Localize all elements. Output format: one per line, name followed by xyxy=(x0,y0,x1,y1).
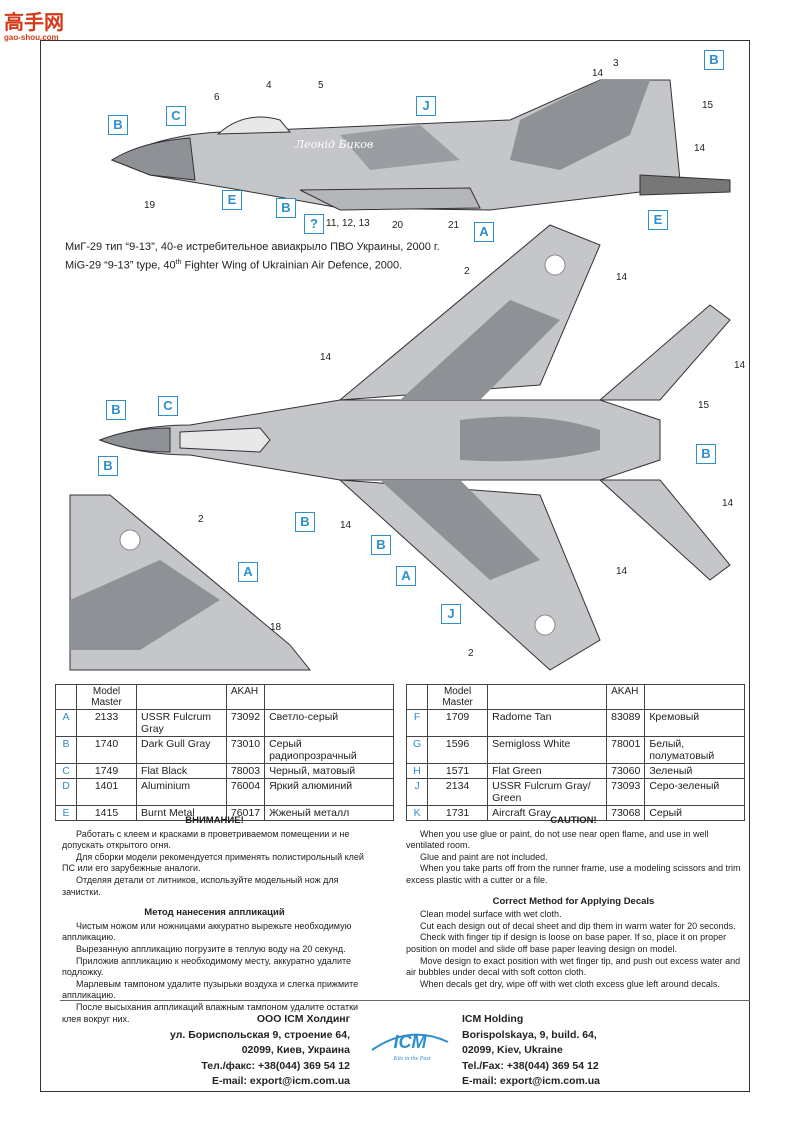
part-number: 5 xyxy=(318,80,324,91)
callout-b-nose: B xyxy=(108,115,128,135)
callout-c-cockpit: C xyxy=(158,396,178,416)
notes-en: CAUTION! When you use glue or paint, do … xyxy=(406,815,741,989)
part-number: 2 xyxy=(198,514,204,525)
part-number: 14 xyxy=(592,68,604,79)
side-canopy xyxy=(216,116,292,135)
svg-text:ICM: ICM xyxy=(394,1032,428,1052)
decal-title-ru: Метод нанесения аппликаций xyxy=(144,907,285,919)
side-camo-dark xyxy=(510,80,650,170)
part-number: 14 xyxy=(722,498,734,509)
plan-radome xyxy=(98,427,171,453)
col-akah-2: AKAH xyxy=(606,684,646,710)
callout-b-fin-detail: B xyxy=(98,456,118,476)
paint-table: Model Master AKAH Model Master AKAH A 21… xyxy=(55,684,745,821)
part-number: 11, 12, 13 xyxy=(326,218,370,229)
part-number: 14 xyxy=(734,360,746,371)
warning-title-en: CAUTION! xyxy=(550,815,597,826)
part-number: 14 xyxy=(340,520,352,531)
warning-title-ru: ВНИМАНИЕ! xyxy=(185,815,244,826)
callout-b-wing: B xyxy=(371,535,391,555)
watermark: 高手网 gao-shou.com xyxy=(4,12,64,42)
page-frame xyxy=(40,40,750,1092)
part-number: 14 xyxy=(694,143,706,154)
callout-a-fin-detail: A xyxy=(238,562,258,582)
caption-ru: МиГ-29 тип “9-13”, 40-е истребительное а… xyxy=(65,241,440,253)
callout-unknown: ? xyxy=(304,214,324,234)
callout-a-wing: A xyxy=(396,566,416,586)
address-ru: ООО ICM Холдинг ул. Бориспольская 9, стр… xyxy=(170,1013,350,1087)
table-row: D 1401 Aluminium 76004 Яркий алюминий J … xyxy=(55,778,745,806)
aircraft-illustration: Леонід Биков xyxy=(69,79,731,671)
plan-tail-lower xyxy=(598,479,731,581)
part-number: 21 xyxy=(448,220,460,231)
part-number: 15 xyxy=(698,400,710,411)
part-number: 15 xyxy=(702,100,714,111)
caption-en: MiG-29 “9-13” type, 40th Fighter Wing of… xyxy=(65,259,403,272)
fin-view xyxy=(69,494,312,671)
scheme-caption: МиГ-29 тип “9-13”, 40-е истребительное а… xyxy=(65,240,440,274)
table-header-row: Model Master AKAH Model Master AKAH xyxy=(55,684,745,710)
col-akah: AKAH xyxy=(225,684,266,710)
table-row: B 1740 Dark Gull Gray 73010 Серый радиоп… xyxy=(55,736,745,764)
callout-b-fin: B xyxy=(704,50,724,70)
roundel-lower-wing xyxy=(534,614,556,636)
side-view: Леонід Биков xyxy=(110,79,731,211)
notes-ru: ВНИМАНИЕ! Работать с клеем и красками в … xyxy=(62,815,367,1025)
part-number: 2 xyxy=(468,648,474,659)
part-number: 20 xyxy=(392,220,404,231)
roundel-fin xyxy=(119,529,141,551)
side-nozzle xyxy=(639,174,731,196)
table-row: A 2133 USSR Fulcrum Gray 73092 Светло-се… xyxy=(55,709,745,737)
address-en: ICM Holding Borispolskaya, 9, build. 64,… xyxy=(462,1013,601,1087)
callout-e-intake: E xyxy=(222,190,242,210)
part-number: 3 xyxy=(613,58,619,69)
callout-e-nozzle: E xyxy=(648,210,668,230)
fin-camo xyxy=(70,560,220,650)
part-number: 19 xyxy=(144,200,156,211)
nose-art-text: Леонід Биков xyxy=(294,138,373,151)
part-number: 14 xyxy=(616,272,628,283)
callout-a-belly: A xyxy=(474,222,494,242)
part-number: 2 xyxy=(464,266,470,277)
part-number: 18 xyxy=(270,622,282,633)
decal-title-en: Correct Method for Applying Decals xyxy=(492,895,655,907)
plan-camo-2 xyxy=(380,480,540,580)
callout-c-canopy: C xyxy=(166,106,186,126)
part-number: 6 xyxy=(214,92,220,103)
callout-b-radome: B xyxy=(106,400,126,420)
callout-j-wingtip: J xyxy=(441,604,461,624)
callout-b-intake: B xyxy=(276,198,296,218)
callout-b-lerx: B xyxy=(295,512,315,532)
plan-canopy xyxy=(179,427,271,453)
part-number: 14 xyxy=(616,566,628,577)
table-row: E 1415 Burnt Metal 76017 Жженый металл K… xyxy=(55,805,745,821)
plan-camo-1 xyxy=(400,300,560,400)
plan-tail-upper xyxy=(598,304,731,401)
footer-divider xyxy=(60,1000,750,1001)
callout-j-spine: J xyxy=(416,96,436,116)
callout-b-tail: B xyxy=(696,444,716,464)
col-model-master: Model Master xyxy=(75,684,138,710)
table-row: C 1749 Flat Black 78003 Черный, матовый … xyxy=(55,763,745,779)
col-model-master-2: Model Master xyxy=(427,684,489,710)
roundel-upper-wing xyxy=(544,254,566,276)
side-intake xyxy=(299,187,481,211)
part-number: 4 xyxy=(266,80,272,91)
side-camo-dark-2 xyxy=(340,125,460,170)
plan-view xyxy=(98,224,731,671)
part-number: 14 xyxy=(320,352,332,363)
icm-logo: ICM Kits in the Past xyxy=(371,1032,449,1062)
svg-text:Kits in the Past: Kits in the Past xyxy=(393,1056,431,1062)
side-radome xyxy=(110,137,196,181)
plan-camo-3 xyxy=(460,416,600,462)
